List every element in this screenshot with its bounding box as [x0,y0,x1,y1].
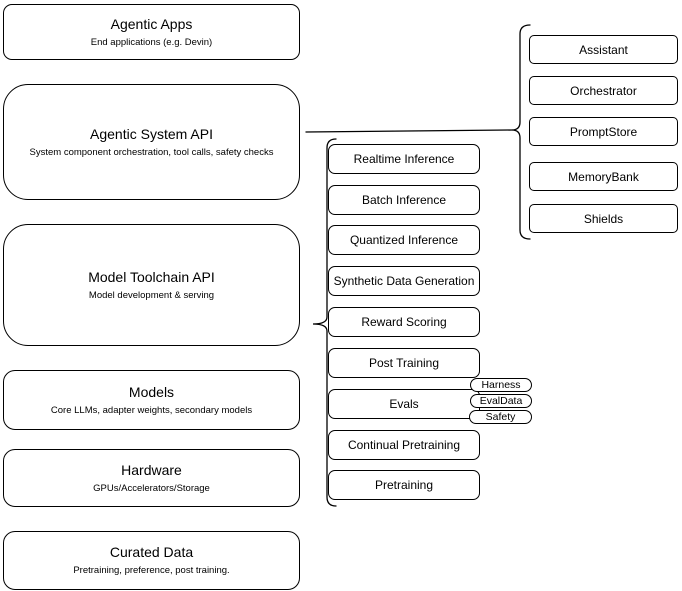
node-label: Evals [389,397,419,411]
tag-safety: Safety [469,410,532,424]
node-agentic-system-api: Agentic System API System component orch… [3,84,300,200]
node-label: Synthetic Data Generation [333,274,475,288]
node-label: Batch Inference [361,193,447,207]
node-subtitle: End applications (e.g. Devin) [90,36,213,48]
tag-harness: Harness [470,378,532,392]
node-label: MemoryBank [568,169,639,184]
node-assistant: Assistant [529,35,678,64]
api-group-connector-line [305,129,513,133]
node-pretraining: Pretraining [328,470,480,500]
node-quantized-inference: Quantized Inference [328,225,480,255]
node-subtitle: Pretraining, preference, post training. [73,565,230,576]
node-batch-inference: Batch Inference [328,185,480,215]
node-label: Pretraining [374,478,434,492]
node-title: Hardware [121,461,182,478]
node-label: Realtime Inference [353,152,455,166]
node-label: Continual Pretraining [347,438,461,452]
node-promptstore: PromptStore [529,117,678,146]
node-subtitle: GPUs/Accelerators/Storage [93,482,210,494]
node-title: Models [128,383,175,400]
node-subtitle: Model development & serving [88,289,215,301]
tag-label: EvalData [479,395,523,407]
node-agentic-apps: Agentic Apps End applications (e.g. Devi… [3,4,300,60]
node-subtitle: System component orchestration, tool cal… [29,146,274,158]
node-label: Reward Scoring [361,315,447,329]
node-subtitle: Core LLMs, adapter weights, secondary mo… [50,404,253,416]
node-label: Post Training [368,356,440,370]
node-label: Shields [583,211,624,226]
node-evals: Evals [328,389,480,419]
node-model-toolchain-api: Model Toolchain API Model development & … [3,224,300,346]
node-reward-scoring: Reward Scoring [328,307,480,337]
node-continual-pretraining: Continual Pretraining [328,430,480,460]
node-curated-data: Curated Data Pretraining, preference, po… [3,531,300,590]
node-models: Models Core LLMs, adapter weights, secon… [3,370,300,430]
node-label: PromptStore [569,124,638,139]
node-realtime-inference: Realtime Inference [328,144,480,174]
middle-column-brace [312,138,337,507]
node-hardware: Hardware GPUs/Accelerators/Storage [3,449,300,507]
tag-evaldata: EvalData [470,394,532,408]
node-post-training: Post Training [328,348,480,378]
node-synthetic-data-generation: Synthetic Data Generation [328,266,480,296]
right-column-brace [511,24,531,240]
node-label: Quantized Inference [349,233,459,247]
node-orchestrator: Orchestrator [529,76,678,105]
node-memorybank: MemoryBank [529,162,678,191]
node-title: Agentic Apps [110,15,193,32]
node-label: Assistant [579,42,628,57]
node-shields: Shields [529,204,678,233]
node-title: Curated Data [109,544,194,560]
node-title: Model Toolchain API [88,268,215,285]
tag-label: Safety [485,411,516,423]
node-title: Agentic System API [90,125,213,142]
node-label: Orchestrator [570,83,637,98]
tag-label: Harness [481,379,521,391]
